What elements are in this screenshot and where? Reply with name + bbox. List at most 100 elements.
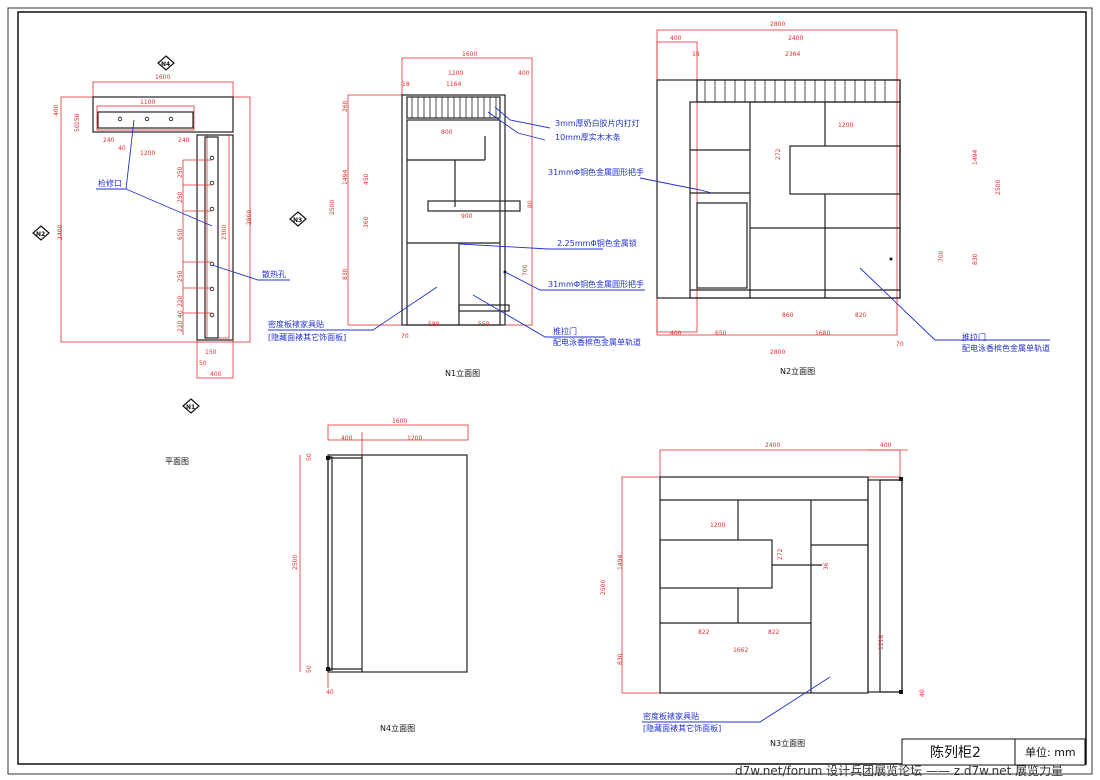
dim-text: 800 (441, 129, 453, 136)
dim-text: 1200 (140, 150, 155, 157)
view-title-n3: N3立面图 (770, 738, 805, 748)
svg-text:N4: N4 (161, 61, 170, 68)
dim-text: 2500 (600, 580, 607, 595)
dim-text: 40 (118, 145, 126, 152)
dim-text: 50 (306, 453, 313, 461)
view-title-n1: N1立面图 (445, 368, 480, 378)
dim-text: 650 (177, 228, 184, 240)
dim-text: 272 (777, 548, 784, 560)
dim-text: 400 (670, 330, 682, 337)
dim-text: 830 (342, 268, 349, 280)
label-veneer: 密度板裱家具贴 (643, 711, 699, 721)
dim-text: 900 (461, 213, 473, 220)
dim-text: 1164 (446, 81, 461, 88)
dim-text: 40 (919, 689, 926, 697)
label-handle: 31mmΦ铜色金属圆形把手 (548, 167, 644, 177)
inner-frame (17, 11, 1087, 765)
dim-text: 1600 (155, 74, 170, 81)
label-lock: 2.25mmΦ铜色金属锁 (557, 238, 637, 248)
label-access-hatch: 检修口 (98, 178, 122, 188)
dim-text: 700 (938, 250, 945, 262)
dim-text: 2800 (770, 21, 785, 28)
view-title-plan: 平面图 (165, 457, 189, 466)
dim-text: 70 (401, 333, 409, 340)
dim-text: 450 (363, 173, 370, 185)
svg-text:N1: N1 (186, 404, 195, 411)
dim-text: 220 (177, 295, 184, 307)
dim-text: 2364 (785, 51, 800, 58)
dim-text: 2800 (246, 210, 253, 225)
dim-text: 1200 (407, 435, 422, 442)
dim-text: 50 (199, 360, 207, 367)
dim-text: 2400 (788, 35, 803, 42)
label-sliding-door: 推拉门 (962, 332, 986, 342)
dim-text: 260 (342, 100, 349, 112)
n1-elevation: 1600 1200 400 1164 18 800 900 580 550 70… (268, 51, 645, 378)
dim-text: 250 (177, 166, 184, 178)
dim-text: 650 (715, 330, 727, 337)
dim-text: 360 (363, 216, 370, 228)
dim-text: 2500 (292, 555, 299, 570)
drawing-name: 陈列柜2 (930, 744, 981, 761)
section-marker-n1: N1 (182, 398, 200, 414)
dim-text: 150 (205, 349, 217, 356)
dim-text: 1200 (838, 122, 853, 129)
section-marker-n4: N4 (157, 55, 175, 71)
svg-text:N2: N2 (36, 231, 45, 238)
dim-text: 240 (103, 137, 115, 144)
dim-text: 700 (522, 264, 529, 276)
label-track: 配电泳香槟色金属单轨道 (962, 343, 1050, 353)
dim-text: 400 (670, 35, 682, 42)
dim-text: 2800 (770, 349, 785, 356)
dim-text: 550 (478, 321, 490, 328)
dim-text: 80 (527, 200, 534, 208)
dim-text: 820 (855, 312, 867, 319)
dim-text: 860 (782, 312, 794, 319)
dim-text: 40 (177, 310, 184, 318)
unit-label: 单位: mm (1025, 745, 1076, 759)
label-veneer-note: [隐藏面裱其它饰面板] (268, 332, 346, 342)
label-handle: 31mmΦ铜色金属圆形把手 (548, 279, 644, 289)
dim-text: 1200 (710, 522, 725, 529)
dim-text: 36 (823, 562, 830, 570)
label-track: 配电泳香槟色金属单轨道 (553, 337, 641, 347)
dim-text: 1600 (462, 51, 477, 58)
dim-text: 2500 (995, 180, 1002, 195)
label-veneer-note: [隐藏面裱其它饰面板] (643, 723, 721, 733)
title-block: 陈列柜2 单位: mm (901, 738, 1086, 766)
svg-text:N3: N3 (293, 217, 302, 224)
dim-text: 1494 (342, 170, 349, 185)
dim-text: 2400 (765, 442, 780, 449)
dim-text: 1494 (617, 555, 624, 570)
plan-view: 1600 1100 400 150 50 240 40 240 1200 240… (53, 74, 290, 466)
section-marker-n2: N2 (32, 225, 50, 241)
label-vent-holes: 散热孔 (262, 269, 286, 279)
dim-text: 150 (74, 113, 81, 125)
dim-text: 2500 (329, 200, 336, 215)
dim-text: 240 (178, 137, 190, 144)
dim-text: 400 (210, 371, 222, 378)
dim-text: 580 (428, 321, 440, 328)
dim-text: 1218 (878, 635, 885, 650)
dim-text: 70 (896, 341, 904, 348)
dim-text: 2400 (57, 225, 64, 240)
dim-text: 18 (692, 51, 700, 58)
dim-text: 272 (775, 148, 782, 160)
dim-text: 1200 (448, 70, 463, 77)
view-title-n4: N4立面图 (380, 723, 415, 733)
dim-text: 220 (177, 320, 184, 332)
n2-elevation: 2800 2400 400 2364 18 1200 400 650 1680 … (639, 21, 1050, 376)
dim-text: 400 (880, 442, 892, 449)
dim-text: 400 (53, 104, 60, 116)
dim-text: 18 (402, 81, 410, 88)
dim-text: 400 (518, 70, 530, 77)
dim-text: 822 (768, 629, 780, 636)
n3-elevation: 2400 400 1200 822 822 1662 2500 1494 830… (600, 442, 926, 748)
dim-text: 50 (74, 124, 81, 132)
dim-text: 1600 (392, 418, 407, 425)
label-wood-strip: 10mm厚实木木条 (555, 132, 621, 142)
dim-text: 1662 (733, 647, 748, 654)
dim-text: 250 (177, 270, 184, 282)
dim-text: 830 (617, 653, 624, 665)
